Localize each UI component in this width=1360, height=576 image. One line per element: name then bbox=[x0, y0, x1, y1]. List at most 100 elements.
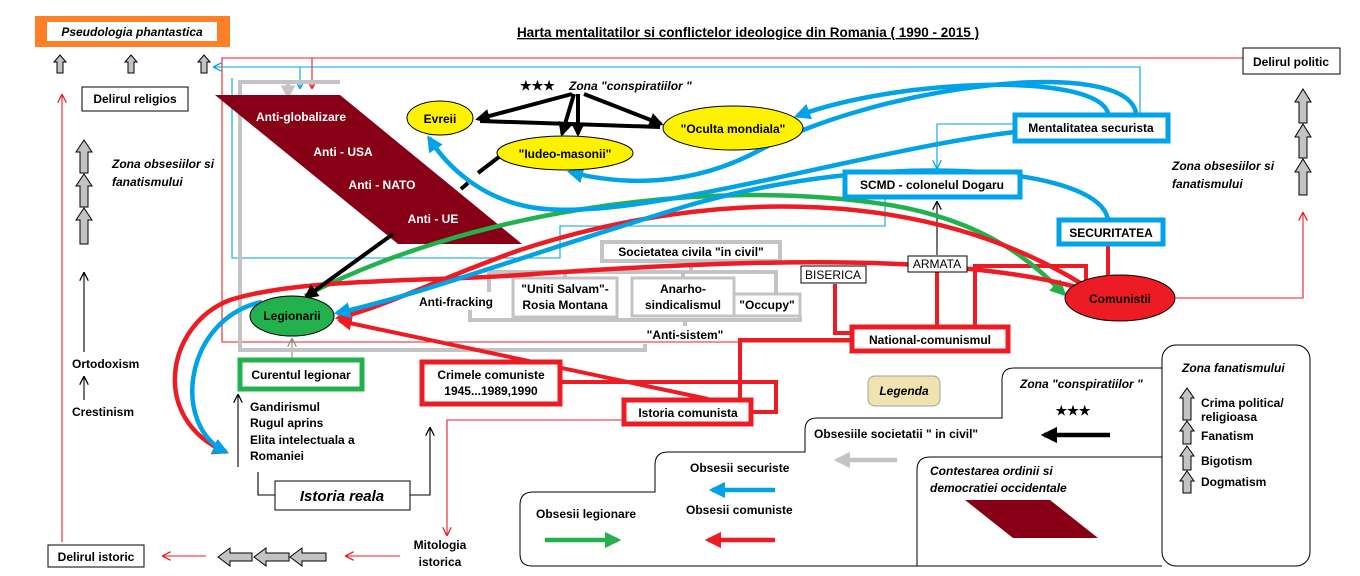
anti-sistem-label: "Anti-sistem" bbox=[647, 328, 724, 342]
comunistii-node bbox=[1064, 274, 1176, 322]
left-zone-label-line2: fanatismului bbox=[112, 175, 183, 189]
blue-curve-to-iudeo-masonii bbox=[566, 79, 1139, 184]
bottom-left-arrow-icon bbox=[253, 547, 290, 567]
gray-frame-anti-sistem-to-anti-globalizare bbox=[238, 80, 647, 352]
uniti-salvam-label-line1: "Uniti Salvam"- bbox=[521, 282, 608, 296]
scmd-box bbox=[842, 169, 1023, 200]
armata-label: ARMATA bbox=[913, 257, 961, 271]
bottom-left-arrow-icon bbox=[217, 547, 253, 567]
anti-usa-label: Anti - USA bbox=[313, 145, 373, 159]
armata-box bbox=[907, 255, 968, 273]
uniti-salvam-label-line2: Rosia Montana bbox=[522, 298, 608, 312]
right-up-arrow-icon bbox=[1294, 123, 1312, 159]
right-zone-label-line2: fanatismului bbox=[1172, 177, 1243, 191]
left-up-arrow-icon bbox=[75, 173, 93, 208]
iudeo-masonii-node bbox=[496, 135, 634, 171]
ortodoxism-label: Ortodoxism bbox=[72, 357, 139, 371]
anti-fracking-label: Anti-fracking bbox=[419, 295, 493, 309]
occupy-box bbox=[732, 292, 802, 318]
diagram-title: Harta mentalitatilor si conflictelor ide… bbox=[517, 25, 979, 40]
mentalitatea-securista-label: Mentalitatea securista bbox=[1028, 121, 1154, 135]
evreii-node bbox=[406, 100, 474, 136]
legend-title-box bbox=[867, 375, 941, 407]
right-up-arrow-icon bbox=[1294, 88, 1312, 124]
legend-step-frame bbox=[519, 367, 1162, 567]
scmd-label: SCMD - colonelul Dogaru bbox=[860, 178, 1004, 192]
left-zone-label-line1: Zona obsesiilor si bbox=[111, 157, 215, 171]
legend-communist-obsessions-label: Obsesii comuniste bbox=[686, 503, 793, 517]
legend-up-arrow-icon bbox=[1179, 387, 1195, 421]
crimele-label-line2: 1945...1989,1990 bbox=[444, 384, 538, 398]
legend-up-arrow-icon bbox=[1179, 420, 1195, 445]
blue-thin-arrow-to-scmd bbox=[937, 123, 1014, 168]
left-up-arrow-icon bbox=[75, 207, 93, 245]
conspiracy-zone-label: Zona "conspiratiilor " bbox=[568, 79, 692, 93]
red-thin-arrow-to-right-zone bbox=[1176, 213, 1303, 299]
securitatea-label: SECURITATEA bbox=[1069, 226, 1153, 240]
black-arrow-to-evreii bbox=[475, 92, 573, 123]
crimele-label-line1: Crimele comuniste bbox=[437, 368, 545, 382]
black-arrow-to-iudeo-masonii-1 bbox=[558, 93, 576, 137]
uniti-salvam-box bbox=[511, 276, 619, 319]
anti-block-parallelogram bbox=[215, 95, 522, 244]
root-elita-line2: Romaniei bbox=[250, 449, 304, 463]
legend-fanatism-frame bbox=[1161, 344, 1311, 567]
mitologia-label-line2: istorica bbox=[419, 555, 462, 569]
red-thin-arrow-to-mitologia bbox=[447, 419, 624, 535]
red-line-to-biserica bbox=[833, 284, 852, 335]
bottom-left-arrow-icon bbox=[289, 547, 327, 567]
istoria-comunista-label: Istoria comunista bbox=[638, 406, 738, 420]
crestinism-label: Crestinism bbox=[72, 405, 134, 419]
biserica-label: BISERICA bbox=[805, 268, 861, 282]
anarho-label-line1: Anarho- bbox=[660, 282, 706, 296]
red-line-crimele-to-istoria bbox=[562, 380, 778, 414]
legend-contestarea-line2: democratiei occidentale bbox=[930, 481, 1067, 495]
small-up-arrow-icon bbox=[196, 54, 212, 74]
legend-stars-icon: ★★★ bbox=[1056, 403, 1091, 418]
legend-securist-obsessions-label: Obsesii securiste bbox=[690, 461, 790, 475]
root-rugul-aprins: Rugul aprins bbox=[250, 416, 324, 430]
legend-religioasa: religioasa bbox=[1201, 410, 1257, 424]
crimele-comuniste-box bbox=[419, 359, 563, 407]
securitatea-box bbox=[1056, 217, 1166, 247]
curentul-legionar-box bbox=[237, 357, 365, 392]
legend-up-arrow-icon bbox=[1179, 445, 1195, 471]
iudeo-masonii-label: "Iudeo-masonii" bbox=[519, 147, 612, 161]
black-thin-line-istoria-reala-left bbox=[257, 472, 275, 496]
left-up-arrow-icon bbox=[75, 139, 93, 174]
legend-dogmatism: Dogmatism bbox=[1201, 475, 1266, 489]
istoria-comunista-box bbox=[621, 397, 754, 427]
legend-conspiracy-zone-label: Zona "conspiratiilor " bbox=[1019, 377, 1143, 391]
anti-globalizare-label: Anti-globalizare bbox=[256, 110, 346, 124]
green-curve-legionarii-to-comunistii bbox=[303, 192, 1067, 298]
occupy-label: "Occupy" bbox=[739, 298, 794, 312]
root-gandirismul: Gandirismul bbox=[250, 400, 320, 414]
delirul-politic-label: Delirul politic bbox=[1253, 55, 1329, 69]
legionarii-label: Legionarii bbox=[263, 309, 320, 323]
societatea-civila-box bbox=[600, 240, 782, 263]
red-line-to-istoria-comunista bbox=[738, 338, 852, 400]
legend-title: Legenda bbox=[879, 384, 929, 398]
black-arrow-anti-to-legionarii bbox=[303, 232, 395, 299]
legend-legionary-obsessions-label: Obsesii legionare bbox=[536, 507, 636, 521]
societatea-civila-label: Societatea civila "in civil" bbox=[618, 245, 763, 259]
mentalitatea-securista-box bbox=[1012, 112, 1171, 144]
black-thin-arrow-istoria-reala-right bbox=[410, 428, 430, 496]
pseudologia-label: Pseudologia phantastica bbox=[61, 25, 203, 39]
legend-brown-parallelogram bbox=[965, 500, 1098, 538]
oculta-mondiala-node bbox=[662, 105, 804, 151]
legend-up-arrow-icon bbox=[1179, 470, 1195, 494]
legend-contestarea-line1: Contestarea ordinii si bbox=[930, 464, 1053, 478]
evreii-label: Evreii bbox=[424, 112, 457, 126]
blue-curve-legionarii-to-elite bbox=[190, 299, 263, 455]
national-comunismul-label: National-comunismul bbox=[869, 333, 991, 347]
blue-thin-frame-line bbox=[231, 78, 886, 259]
istoria-reala-box bbox=[274, 480, 411, 511]
right-zone-label-line1: Zona obsesiilor si bbox=[1171, 159, 1275, 173]
biserica-box bbox=[800, 265, 867, 284]
blue-curve-to-evreii bbox=[427, 129, 1016, 213]
root-elita-line1: Elita intelectuala a bbox=[250, 433, 355, 447]
black-line-evreii-oculta bbox=[479, 119, 661, 129]
red-curve-comunistii-to-elite bbox=[172, 260, 1077, 455]
